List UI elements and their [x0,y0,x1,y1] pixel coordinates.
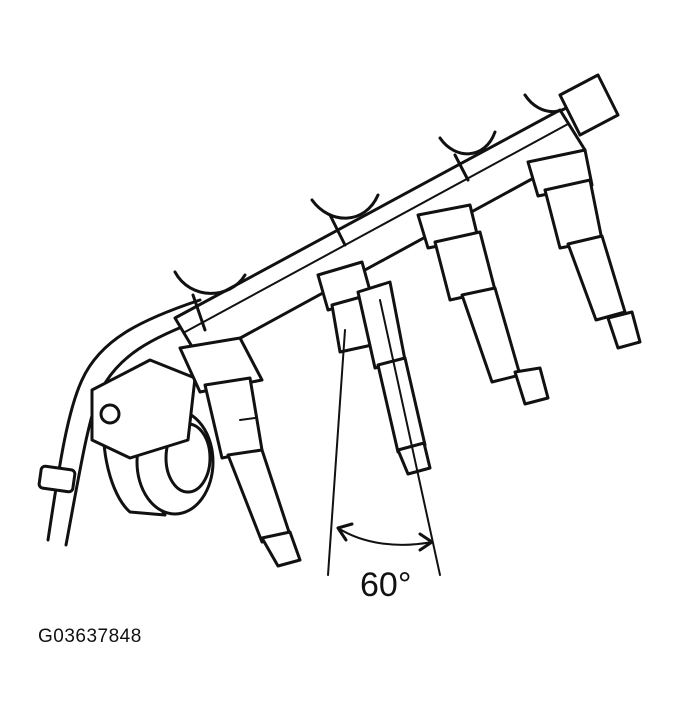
fuel-supply-line [37,298,207,547]
fuel-injector-4 [526,148,642,350]
angle-reference-lines [327,299,441,576]
angle-label: 60° [360,566,412,604]
rail-connector [558,73,620,137]
figure-id: G03637848 [38,626,142,647]
fuel-injector-1 [178,336,302,568]
fuel-injector-2 [316,260,432,476]
fuel-injector-3 [416,203,550,406]
pressure-regulator [90,358,215,517]
